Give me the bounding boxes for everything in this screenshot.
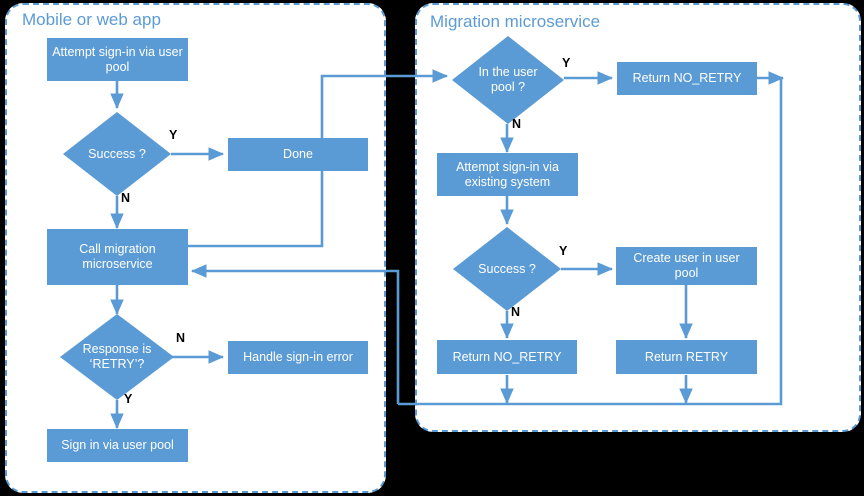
node-success-decision-1[interactable]: Success ? xyxy=(63,112,171,196)
node-handle-signin-error[interactable]: Handle sign-in error xyxy=(228,341,368,374)
node-return-retry[interactable]: Return RETRY xyxy=(616,340,757,374)
panel-title-mobile-or-web-app: Mobile or web app xyxy=(22,10,161,29)
edge-label-success1-no: N xyxy=(121,191,131,205)
edge-label-success1-yes: Y xyxy=(169,128,178,142)
node-call-migration-microservice[interactable]: Call migration microservice xyxy=(47,229,188,285)
edge-label-success2-no: N xyxy=(511,305,521,319)
edge-label-response-no: N xyxy=(176,331,186,345)
panel-title-migration-microservice: Migration microservice xyxy=(430,12,601,31)
node-attempt-signin-via-existing-system[interactable]: Attempt sign-in via existing system xyxy=(437,153,578,196)
edge-label-userpool-no: N xyxy=(512,117,522,131)
node-return-no-retry-bottom[interactable]: Return NO_RETRY xyxy=(437,340,577,374)
node-response-is-retry-decision[interactable]: Response is ‘RETRY’? xyxy=(60,314,174,400)
node-create-user-in-user-pool[interactable]: Create user in user pool xyxy=(616,247,757,285)
edge-label-response-yes: Y xyxy=(124,392,133,406)
edge-label-userpool-yes: Y xyxy=(562,56,571,70)
node-label: Success ? xyxy=(478,261,536,276)
node-sign-in-via-user-pool[interactable]: Sign in via user pool xyxy=(47,429,188,462)
node-return-no-retry-top[interactable]: Return NO_RETRY xyxy=(617,62,757,95)
node-label: In the user pool ? xyxy=(478,65,538,94)
node-label: Success ? xyxy=(88,146,146,161)
edge-label-success2-yes: Y xyxy=(559,244,568,258)
node-attempt-signin-via-user-pool[interactable]: Attempt sign-in via user pool xyxy=(47,38,188,81)
node-done[interactable]: Done xyxy=(228,138,368,171)
node-in-the-user-pool-decision[interactable]: In the user pool ? xyxy=(452,36,564,124)
node-label: Response is ‘RETRY’? xyxy=(82,342,152,371)
node-success-decision-2[interactable]: Success ? xyxy=(453,227,561,311)
